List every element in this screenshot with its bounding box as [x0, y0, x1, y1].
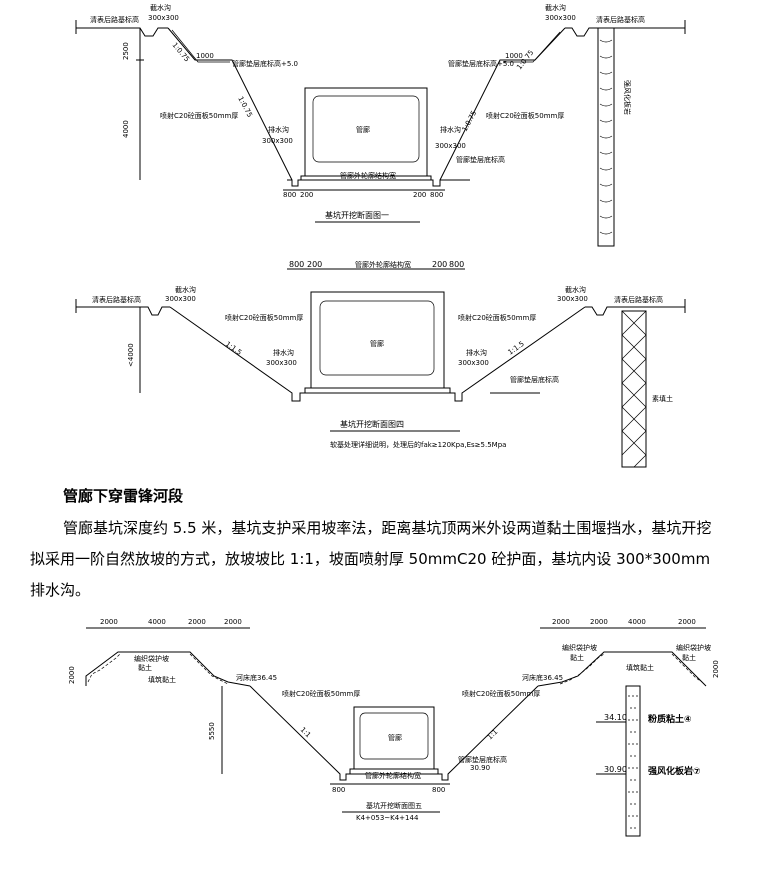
- fig1-outer-width: 管廊外轮廓结构宽: [340, 171, 396, 180]
- fig1-slope-lower-right: 1:0.75: [461, 109, 479, 133]
- fig3-dim-2000: 2000: [68, 666, 76, 684]
- fig1-berm-elev-left: 管廊垫层底标高+5.0: [232, 59, 298, 68]
- fig2-ditch-size-right: 300x300: [557, 295, 588, 303]
- fig2-dim-200-left: 200: [307, 260, 322, 269]
- fig1-bottom-elev: 管廊垫层底标高: [456, 155, 505, 164]
- fig1-drain-size-right: 300x300: [435, 142, 466, 150]
- fig2-ground-label-left: 清表后路基标高: [92, 295, 141, 304]
- fig2-ditch-size-left: 300x300: [165, 295, 196, 303]
- fig3-cofferdam-right-r: 编织袋护坡: [676, 643, 711, 652]
- fig2-ditch-label-right: 截水沟: [565, 285, 586, 294]
- fig3-dim-right-3: 4000: [628, 618, 646, 626]
- fig1-ditch-size-left: 300x300: [148, 14, 179, 22]
- fig1-drain-left: 排水沟: [268, 125, 289, 134]
- fig3-station: K4+053~K4+144: [356, 814, 419, 822]
- fig3-layer2-elev: 30.90: [604, 765, 627, 774]
- fig2-dim-800-right: 800: [449, 260, 464, 269]
- fig3-dim-left-4: 2000: [224, 618, 242, 626]
- fig2-drain-left: 排水沟: [273, 348, 294, 357]
- fig1-drain-right: 排水沟: [440, 125, 461, 134]
- fig1-berm-width-left: 1000: [196, 52, 214, 60]
- fig2-ditch-label-left: 截水沟: [175, 285, 196, 294]
- fig3-clay-right-l: 黏土: [570, 653, 584, 662]
- fig2-dim-200-right: 200: [432, 260, 447, 269]
- fig3-dim-right-4: 2000: [678, 618, 696, 626]
- fig3-river-right: 河床底36.45: [522, 673, 563, 682]
- section-heading: 管廊下穿雷锋河段: [63, 487, 184, 505]
- fig1-drain-size-left: 300x300: [262, 137, 293, 145]
- fig3-clay-left: 黏土: [138, 663, 152, 672]
- fig2-bottom-elev: 管廊垫层底标高: [510, 375, 559, 384]
- fig3-dim-left-3: 2000: [188, 618, 206, 626]
- fig2-dim-800-left: 800: [289, 260, 304, 269]
- fig3-fill-left: 填筑黏土: [148, 675, 176, 684]
- fig1-dim-2500: 2500: [122, 42, 130, 60]
- fig3-slope-right: 1:1: [486, 728, 500, 742]
- fig2-caption: 基坑开挖断面图四: [340, 419, 404, 429]
- fig2-drain-right: 排水沟: [466, 348, 487, 357]
- fig3-shotcrete-right: 喷射C20砼面板50mm厚: [462, 689, 540, 698]
- fig2-dim-4000: <4000: [127, 343, 135, 367]
- fig2-slope-right: 1:1.5: [507, 340, 526, 357]
- fig1-dim-4000: 4000: [122, 120, 130, 138]
- fig1-corridor-label: 管廊: [356, 125, 370, 134]
- fig2-drain-size-right: 300x300: [458, 359, 489, 367]
- fig1-dim-800-left: 800: [283, 191, 296, 199]
- fig2-drain-size-left: 300x300: [266, 359, 297, 367]
- fig3-bottom-elev: 管廊垫层底标高: [458, 755, 507, 764]
- fig1-ground-label-left: 清表后路基标高: [90, 15, 139, 24]
- fig1-shotcrete-left: 喷射C20砼面板50mm厚: [160, 111, 238, 120]
- fig1-caption: 基坑开挖断面图一: [325, 210, 389, 220]
- fig3-caption: 基坑开挖断面图五: [366, 801, 422, 810]
- fig3-fill-right: 填筑黏土: [626, 663, 654, 672]
- fig3-river-left: 河床底36.45: [236, 673, 277, 682]
- section-figure-2: 800 200 管廊外轮廓结构宽 200 800 清表后路基标高 截水沟 300…: [75, 260, 686, 468]
- fig3-corridor-label: 管廊: [388, 733, 402, 742]
- fig3-dim-800-left: 800: [332, 786, 345, 794]
- fig1-berm-width-right: 1000: [505, 52, 523, 60]
- fig1-berm-elev-right: 管廊垫层底标高+5.0: [448, 59, 514, 68]
- fig1-dim-800-right: 800: [430, 191, 443, 199]
- fig2-ground-label-right: 清表后路基标高: [614, 295, 663, 304]
- fig3-dim-left-2: 4000: [148, 618, 166, 626]
- section-figure-1: 清表后路基标高 截水沟 300x300 1:0.75 1000 管廊垫层底标高+…: [75, 3, 686, 247]
- fig1-shotcrete-right: 喷射C20砼面板50mm厚: [486, 111, 564, 120]
- fig1-side-label: 强风化板岩: [623, 80, 632, 115]
- fig3-cofferdam-left: 编织袋护坡: [134, 654, 169, 663]
- fig2-shotcrete-right: 喷射C20砼面板50mm厚: [458, 313, 536, 322]
- fig3-slope-left: 1:1: [299, 726, 313, 740]
- section-figure-5: 2000 4000 2000 2000 编织袋护坡 黏土 填筑黏土 2000 河…: [68, 618, 720, 837]
- fig2-corridor-label: 管廊: [370, 339, 384, 348]
- fig3-outer-width: 管廊外轮廓结构宽: [365, 771, 421, 780]
- fig1-dim-200-left: 200: [300, 191, 313, 199]
- fig3-dim-2000-right: 2000: [712, 660, 720, 678]
- fig2-slope-left: 1:1.5: [224, 340, 243, 357]
- fig2-note: 软基处理详细说明，处理后的fak≥120Kpa,Es≥5.5Mpa: [330, 440, 506, 449]
- fig2-outer-width: 管廊外轮廓结构宽: [355, 260, 411, 269]
- fig2-shotcrete-left: 喷射C20砼面板50mm厚: [225, 313, 303, 322]
- fig1-ditch-size-right: 300x300: [545, 14, 576, 22]
- fig3-dim-5550: 5550: [208, 722, 216, 740]
- fig3-layer2-name: 强风化板岩⑦: [648, 765, 701, 777]
- fig1-dim-200-right: 200: [413, 191, 426, 199]
- fig3-shotcrete-left: 喷射C20砼面板50mm厚: [282, 689, 360, 698]
- fig3-dim-right-1: 2000: [552, 618, 570, 626]
- fig1-ditch-label-left: 截水沟: [150, 3, 171, 12]
- fig3-clay-right-r: 黏土: [682, 653, 696, 662]
- fig3-layer1-name: 粉质粘土④: [648, 713, 692, 725]
- section-paragraph: 管廊基坑深度约 5.5 米，基坑支护采用坡率法，距离基坑顶两米外设两道黏土围堰挡…: [30, 519, 712, 599]
- fig2-side-label: 素填土: [652, 394, 673, 403]
- fig3-bottom-value: 30.90: [470, 764, 490, 772]
- fig3-dim-left-1: 2000: [100, 618, 118, 626]
- fig3-dim-right-2: 2000: [590, 618, 608, 626]
- fig3-cofferdam-right-l: 编织袋护坡: [562, 643, 597, 652]
- fig1-ground-label-right: 清表后路基标高: [596, 15, 645, 24]
- fig1-ditch-label-right: 截水沟: [545, 3, 566, 12]
- fig3-layer1-elev: 34.10: [604, 713, 627, 722]
- fig3-dim-800-right: 800: [432, 786, 445, 794]
